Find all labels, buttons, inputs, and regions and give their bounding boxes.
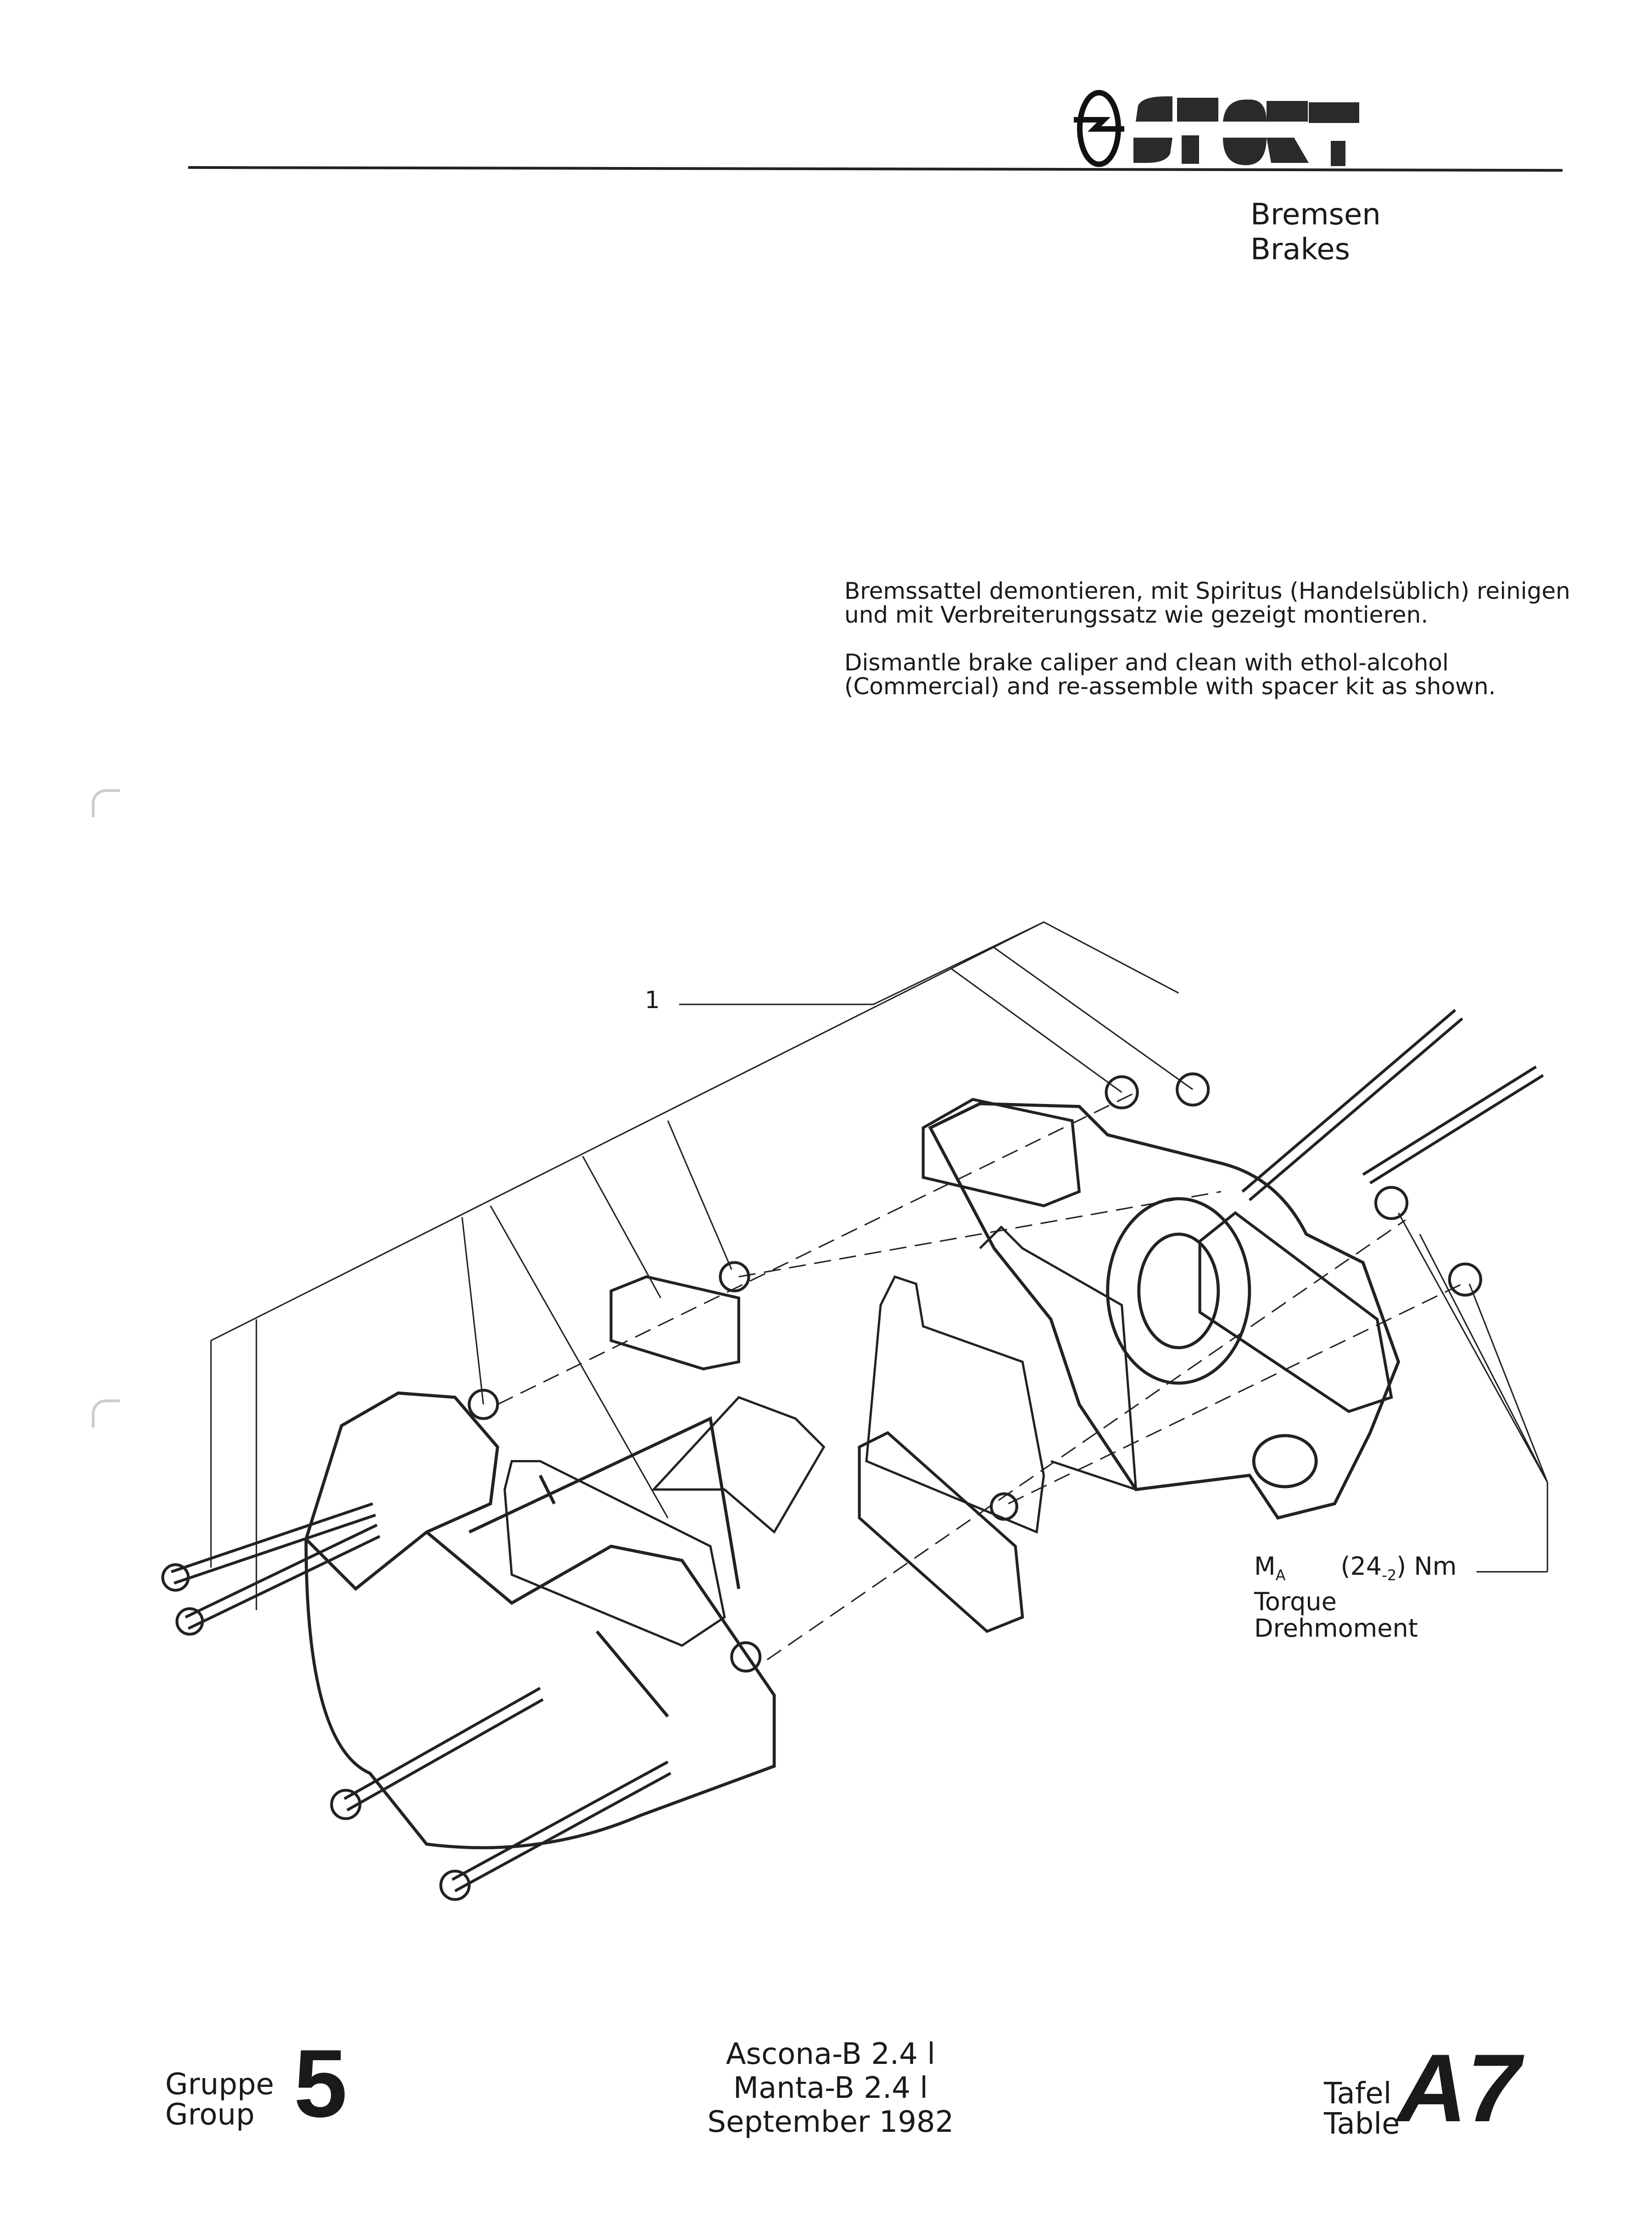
spacer-blocks (609, 1098, 1393, 1633)
model-1: Ascona-B 2.4 l (726, 2037, 936, 2071)
model-2: Manta-B 2.4 l (733, 2071, 928, 2105)
group-label-de: Gruppe (165, 2068, 274, 2102)
left-caliper-half (304, 1391, 776, 1850)
instructions: Bremssattel demontieren, mit Spiritus (H… (844, 579, 1579, 722)
bolt-heads (161, 1563, 471, 1901)
instructions-en: Dismantle brake caliper and clean with e… (844, 649, 1496, 700)
brake-pads (503, 1225, 1138, 1647)
nuts (468, 1072, 1482, 1673)
leader-lines (210, 921, 1548, 1661)
part-label-1: 1 (645, 987, 660, 1014)
instructions-de: Bremssattel demontieren, mit Spiritus (H… (844, 578, 1570, 628)
bolts (171, 1009, 1544, 1892)
model-info: Ascona-B 2.4 l Manta-B 2.4 l September 1… (679, 2037, 982, 2139)
section-title-en: Brakes (1250, 233, 1350, 267)
table-number: A7 (1397, 2034, 1521, 2142)
torque-value-line: MA (24-2) Nm (1254, 1553, 1457, 1589)
torque-value: (24 (1340, 1552, 1382, 1581)
torque-tolerance: -2 (1382, 1566, 1397, 1584)
publication-date: September 1982 (707, 2105, 954, 2139)
sport-wordmark (1133, 96, 1359, 166)
group-label: Gruppe Group (165, 2069, 274, 2130)
torque-symbol-sub: A (1275, 1566, 1286, 1584)
opel-bolt-icon (1074, 117, 1124, 132)
group-label-en: Group (165, 2098, 255, 2132)
torque-unit: ) Nm (1396, 1552, 1457, 1581)
opel-sport-logo (1074, 90, 1359, 167)
table-label-en: Table (1324, 2107, 1400, 2141)
right-caliper-half (928, 1102, 1401, 1520)
table-label: Tafel Table (1324, 2079, 1400, 2139)
torque-symbol: M (1254, 1552, 1276, 1581)
punch-hole-mark (92, 1399, 120, 1427)
torque-label-de: Drehmoment (1254, 1613, 1418, 1643)
table-label-de: Tafel (1324, 2077, 1392, 2111)
section-title-de: Bremsen (1250, 198, 1381, 232)
torque-label-en: Torque (1254, 1587, 1337, 1616)
punch-hole-mark (92, 789, 120, 817)
section-title: Bremsen Brakes (1250, 197, 1381, 267)
torque-spec: MA (24-2) Nm Torque Drehmoment (1254, 1553, 1457, 1642)
group-number: 5 (294, 2029, 347, 2137)
